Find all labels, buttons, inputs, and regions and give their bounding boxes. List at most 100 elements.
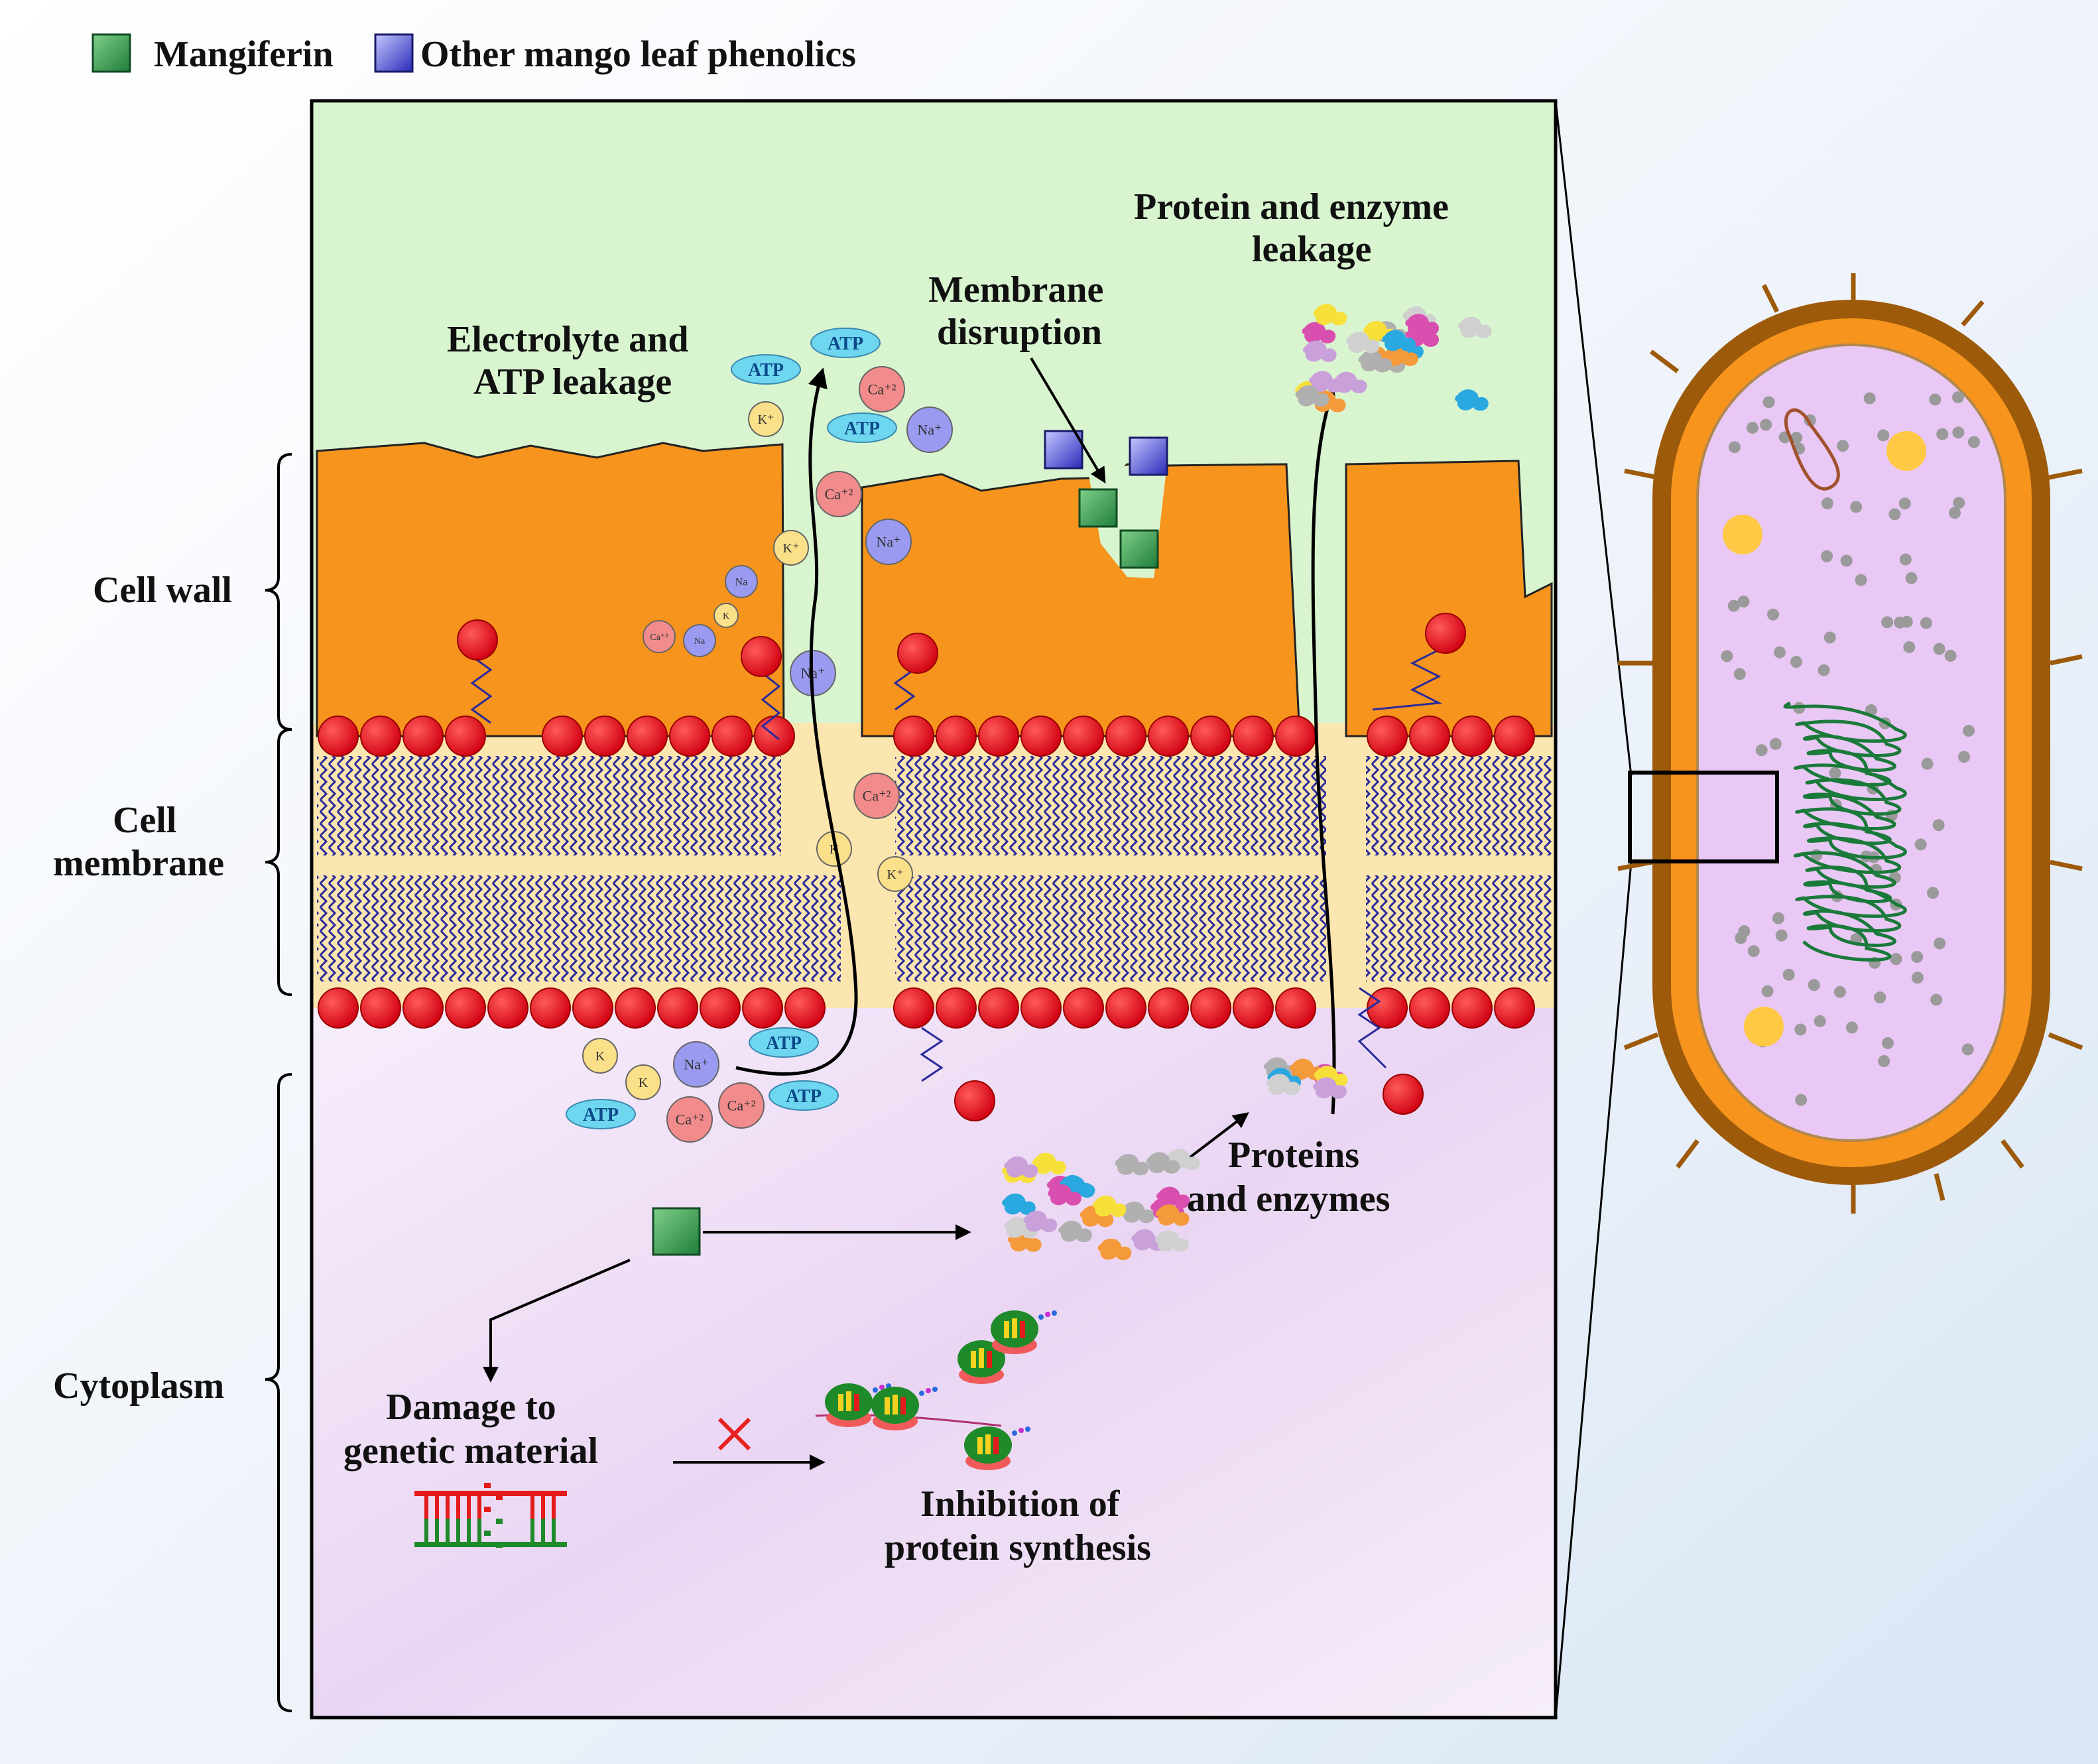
cytoplasm-area	[312, 1008, 1556, 1718]
atp-bubble	[810, 328, 881, 358]
phospholipid-head	[572, 987, 613, 1029]
ion-label: Na	[735, 577, 748, 588]
phospholipid-head	[700, 987, 741, 1029]
phospholipid-head	[893, 716, 934, 757]
zoom-line-bottom	[1554, 861, 1633, 1718]
phospholipid-head	[711, 716, 753, 757]
dna-damage-icon	[414, 1483, 567, 1548]
zoom-region-box	[1628, 771, 1779, 863]
side-brackets: Cell wall Cell membrane Cytoplasm	[53, 453, 292, 1712]
atp-label: ATP	[748, 360, 784, 381]
ion-bubble	[853, 773, 900, 819]
atp-label: ATP	[786, 1086, 822, 1107]
phospholipid-head	[1451, 987, 1493, 1029]
ion-label: Ca⁺²	[868, 381, 896, 398]
phenolic-square	[1044, 430, 1083, 470]
cell-wall-block-left	[316, 442, 785, 737]
phospholipid-head	[1148, 987, 1189, 1029]
phospholipid-head	[669, 716, 710, 757]
membrane-disruption-line1: Membrane	[928, 269, 1103, 310]
ion-bubble	[643, 620, 676, 653]
ion-label: Na⁺	[684, 1056, 708, 1073]
zoom-panel: ATPATPATPATPATPATPCa⁺²Na⁺K⁺Ca⁺²Na⁺K⁺NaKC…	[310, 99, 1558, 1720]
mangiferin-legend-swatch	[92, 33, 131, 73]
zoom-panel-border	[310, 99, 1558, 1720]
block-x-icon	[717, 1417, 751, 1451]
ribosome-group	[815, 1310, 1057, 1470]
phospholipid-head	[1367, 987, 1408, 1029]
disruption-compounds	[1044, 430, 1168, 569]
ion-label: K	[639, 1076, 648, 1090]
ion-label: K	[723, 611, 729, 621]
ion-bubble	[816, 471, 862, 517]
phospholipid-head	[1233, 987, 1274, 1029]
phospholipid-head	[1494, 987, 1535, 1029]
phospholipid-head	[1451, 716, 1493, 757]
atp-bubble	[566, 1099, 636, 1129]
phospholipid-head	[360, 987, 401, 1029]
electrolyte-label-line2: ATP leakage	[473, 361, 672, 403]
mangiferin-square	[1119, 529, 1159, 569]
lipid-tails-inner-left	[317, 875, 841, 981]
membrane-disruption-line2: disruption	[937, 312, 1102, 353]
phospholipid-head	[657, 987, 698, 1029]
inhibition-label-line1: Inhibition of	[920, 1483, 1121, 1525]
phospholipid-head	[1020, 716, 1062, 757]
atp-label: ATP	[766, 1033, 802, 1054]
ion-label: K⁺	[887, 867, 904, 882]
granule	[1723, 515, 1762, 554]
phospholipid-head	[1105, 716, 1146, 757]
lipid-tails-inner-right	[1366, 875, 1552, 981]
phospholipid-head	[936, 716, 977, 757]
phospholipid-head	[360, 716, 401, 757]
ion-bubble	[666, 1096, 713, 1143]
ion-label: K	[595, 1049, 605, 1064]
ion-bubble	[718, 1082, 765, 1129]
cell-wall-label: Cell wall	[93, 570, 232, 611]
atp-bubble	[731, 354, 801, 385]
phospholipid-head	[936, 987, 977, 1029]
annotations: Electrolyte and ATP leakage Membrane dis…	[343, 186, 1449, 1568]
ion-bubble	[673, 1041, 719, 1088]
phospholipid-heads	[318, 716, 1535, 1029]
phospholipid-head	[445, 716, 486, 757]
atp-label: ATP	[583, 1105, 619, 1125]
phospholipid-head	[1233, 716, 1274, 757]
phospholipid-head	[402, 716, 444, 757]
damage-label-line1: Damage to	[386, 1387, 556, 1428]
cytoplasm-label: Cytoplasm	[53, 1365, 224, 1407]
protein-leakage-line2: leakage	[1252, 229, 1371, 270]
phospholipid-head	[1148, 716, 1189, 757]
phospholipid-head	[1367, 716, 1408, 757]
ion-bubble	[625, 1064, 661, 1100]
cell-wall-block-right	[1345, 460, 1553, 737]
atp-bubble	[827, 412, 897, 443]
phospholipid-head	[1494, 716, 1535, 757]
phospholipid-head	[978, 716, 1019, 757]
ion-bubble	[748, 401, 784, 437]
phospholipid-head	[584, 716, 625, 757]
ion-bubble	[582, 1038, 618, 1074]
phospholipid-head	[487, 987, 528, 1029]
ion-label: K⁺	[783, 541, 800, 556]
ion-bubble	[683, 624, 716, 657]
phospholipid-head	[784, 987, 826, 1029]
bacterium-cytoplasm	[1696, 344, 2006, 1142]
phospholipid-head	[1275, 716, 1316, 757]
ion-label: Ca⁺²	[727, 1098, 756, 1114]
ion-bubble	[906, 407, 953, 453]
lipid-tails-inner-middle	[895, 875, 1326, 981]
ion-label: K⁺	[758, 412, 774, 427]
damage-label-line2: genetic material	[343, 1430, 598, 1472]
ion-bubble	[859, 366, 905, 412]
phenolics-legend-label: Other mango leaf phenolics	[420, 34, 856, 75]
inhibition-label-line2: protein synthesis	[885, 1527, 1151, 1568]
ion-bubble	[865, 519, 912, 565]
ion-bubble	[877, 856, 913, 892]
ion-bubble	[713, 603, 739, 628]
mangiferin-central	[652, 1207, 701, 1256]
ion-label: Na⁺	[917, 422, 942, 438]
nucleoid	[1783, 701, 1907, 962]
